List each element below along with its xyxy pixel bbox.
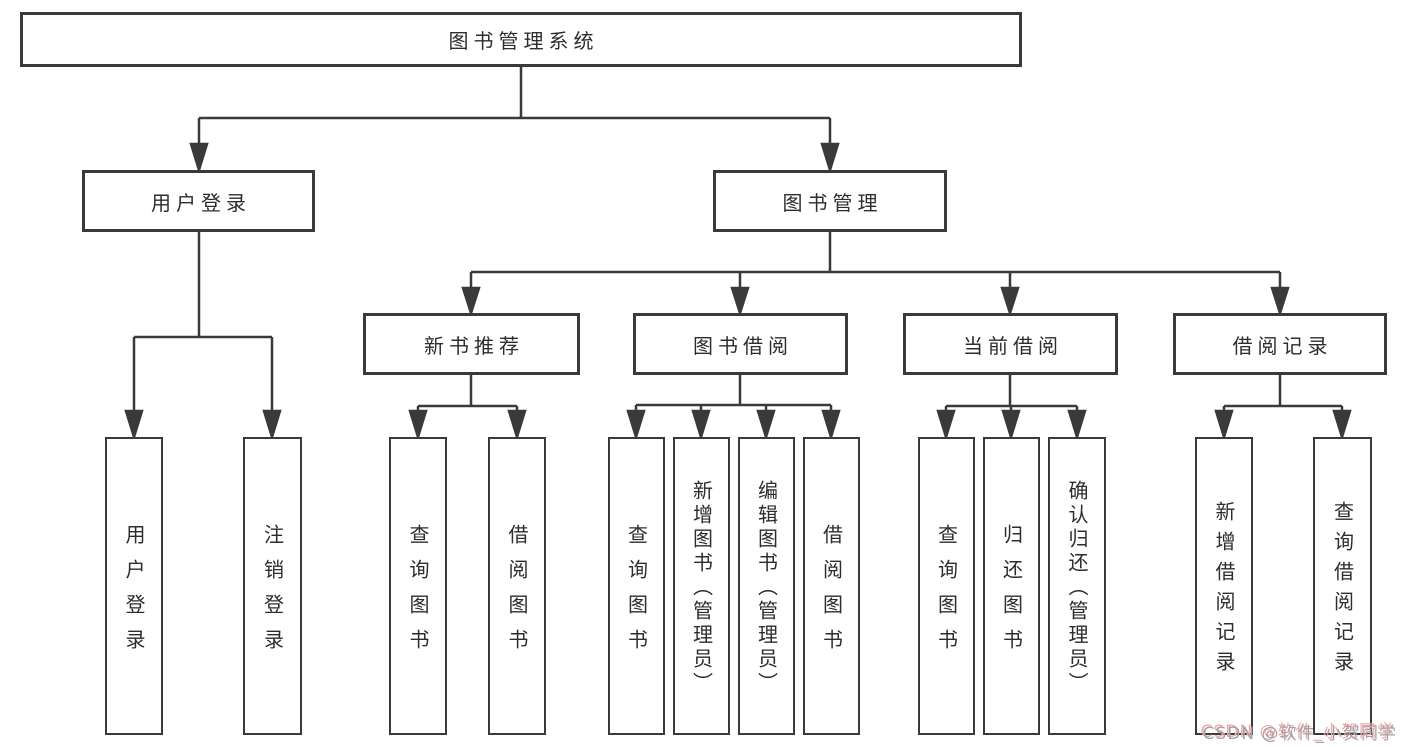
- leaf-label: 归还图书: [999, 523, 1024, 664]
- node-label: 新书推荐: [424, 333, 524, 358]
- leaf-borrow-books: 借阅图书: [803, 437, 860, 735]
- connector-new-book-rec-to-leaves: [408, 375, 527, 442]
- node-label: 图书管理: [782, 190, 883, 215]
- leaf-query-books-borrow: 查询图书: [608, 437, 665, 735]
- node-label: 当前借阅: [963, 333, 1063, 358]
- leaf-edit-books-admin: 编辑图书（管理员）: [738, 437, 795, 735]
- node-user-login: 用户登录: [82, 170, 315, 232]
- leaf-label: 查询图书: [624, 523, 649, 664]
- leaf-add-books-admin: 新增图书（管理员）: [673, 437, 730, 735]
- node-book-management: 图书管理: [713, 170, 947, 232]
- leaf-query-books-current: 查询图书: [918, 437, 975, 735]
- leaf-add-borrow-record: 新增借阅记录: [1195, 437, 1253, 735]
- leaf-label: 查询借阅记录: [1330, 501, 1355, 681]
- leaf-query-books-recommend: 查询图书: [389, 437, 447, 735]
- leaf-label: 用户登录: [122, 523, 146, 664]
- leaf-label: 借阅图书: [819, 523, 844, 664]
- csdn-watermark: CSDN @软件_小贺同学: [1202, 724, 1397, 744]
- node-library-management-system: 图书管理系统: [20, 12, 1022, 67]
- leaf-label: 查询图书: [934, 523, 959, 664]
- connector-root-to-level2: [189, 67, 840, 175]
- connector-current-borrow-to-leaves: [936, 375, 1087, 442]
- node-label: 图书管理系统: [448, 29, 599, 53]
- node-label: 借阅记录: [1232, 333, 1333, 358]
- connector-book-borrow-to-leaves: [626, 375, 841, 442]
- node-new-book-recommend: 新书推荐: [363, 313, 580, 375]
- leaf-label: 新增图书（管理员）: [689, 480, 714, 696]
- node-borrowing-records: 借阅记录: [1173, 313, 1387, 375]
- connector-book-mgmt-to-level3: [461, 232, 1290, 318]
- node-label: 用户登录: [151, 190, 251, 215]
- leaf-borrow-books-recommend: 借阅图书: [488, 437, 546, 735]
- leaf-confirm-return-admin: 确认归还（管理员）: [1048, 437, 1106, 735]
- leaf-logout: 注销登录: [243, 437, 302, 735]
- node-label: 图书借阅: [693, 333, 793, 358]
- leaf-label: 确认归还（管理员）: [1065, 480, 1089, 696]
- leaf-query-borrow-record: 查询借阅记录: [1313, 437, 1372, 735]
- leaf-user-login: 用户登录: [105, 437, 163, 735]
- leaf-return-books: 归还图书: [983, 437, 1040, 735]
- node-book-borrowing: 图书借阅: [633, 313, 848, 375]
- connector-user-login-to-leaves: [124, 232, 282, 442]
- leaf-label: 查询图书: [406, 523, 430, 664]
- leaf-label: 编辑图书（管理员）: [754, 480, 779, 696]
- leaf-label: 借阅图书: [505, 523, 529, 664]
- connector-borrow-record-to-leaves: [1214, 375, 1352, 442]
- leaf-label: 新增借阅记录: [1212, 501, 1236, 681]
- leaf-label: 注销登录: [260, 523, 285, 664]
- node-current-borrowing: 当前借阅: [903, 313, 1118, 375]
